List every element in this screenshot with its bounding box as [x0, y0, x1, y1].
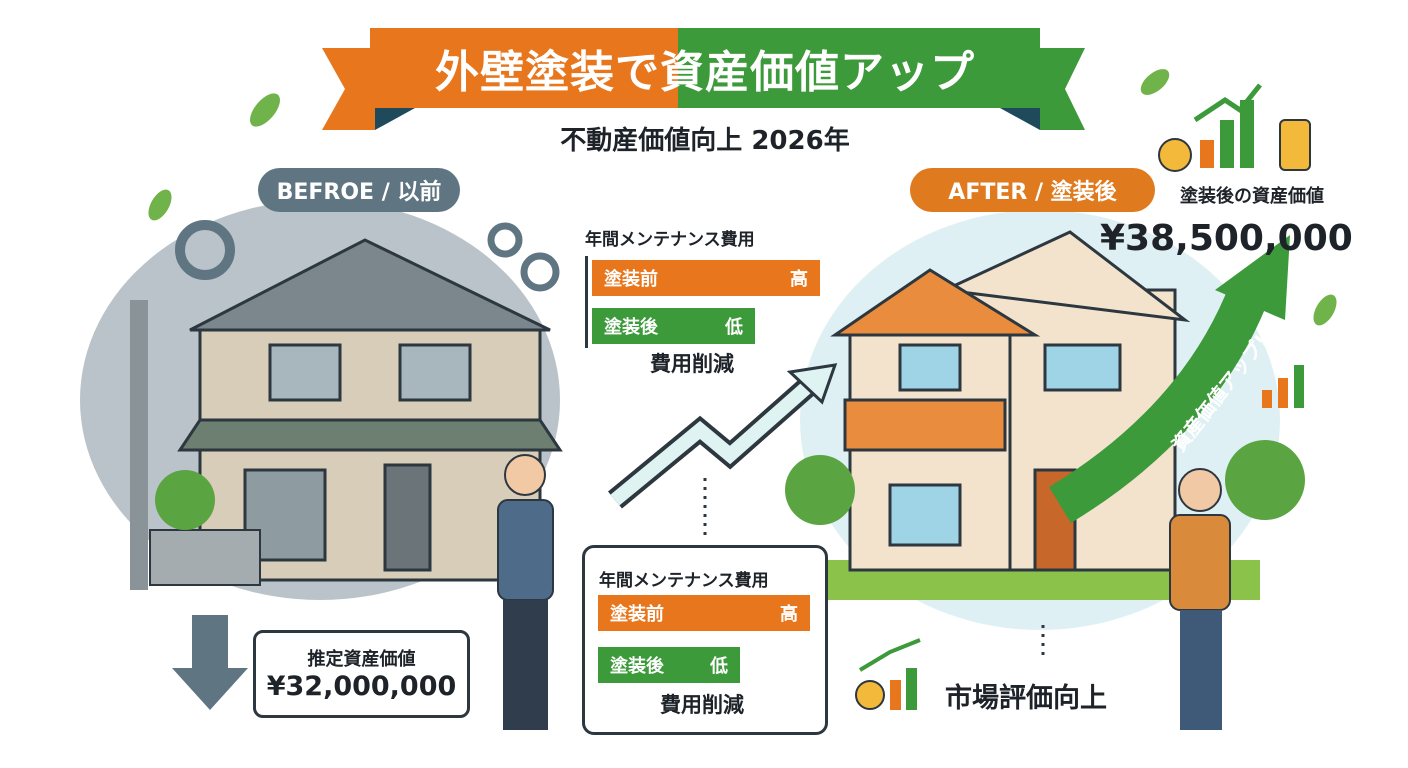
- bar-label: 塗装後: [610, 656, 664, 677]
- gear-icon: [520, 252, 560, 292]
- market-trend-icon: [858, 638, 921, 672]
- market-chart-icon: [890, 680, 901, 710]
- leaf-icon: [1140, 69, 1170, 95]
- bar-level: 低: [710, 656, 728, 677]
- tree: [1225, 440, 1305, 520]
- bar-after: 塗装後 低: [592, 308, 755, 344]
- yen-coin-icon: [1158, 138, 1192, 172]
- after-value-label: 塗装後の資産価値: [1180, 186, 1324, 207]
- after-label: AFTER / 塗装後: [910, 168, 1155, 212]
- ribbon-tail-right: [1040, 48, 1085, 130]
- bar-chart-icon-bar: [1240, 100, 1254, 168]
- chart-title: 年間メンテナンス費用: [585, 230, 755, 250]
- bar-level: 高: [780, 604, 798, 625]
- page-title: 外壁塗装で資産価値アップ: [435, 47, 975, 98]
- page-subtitle: 不動産価値向上 2026年: [560, 126, 850, 156]
- small-chart-bar: [1278, 378, 1288, 408]
- value-up-arrow: [1049, 282, 1270, 523]
- trend-up-icon: [1193, 83, 1262, 123]
- market-chart-bar: [906, 668, 917, 710]
- market-evaluation: 市場評価向上: [945, 683, 1107, 714]
- cost-chart-bottom: 年間メンテナンス費用 塗装前 高 塗装後 低 費用削減: [582, 545, 828, 735]
- before-value-box: 推定資産価値 ¥32,000,000: [253, 630, 470, 718]
- bar-level: 高: [790, 269, 808, 290]
- bar-label: 塗装前: [610, 604, 664, 625]
- bar-chart-icon: [1200, 140, 1214, 168]
- ribbon-fold-left: [375, 108, 415, 130]
- bar-label: 塗装前: [604, 269, 658, 290]
- leaf-icon: [148, 189, 172, 221]
- cost-reduction: 費用削減: [660, 693, 744, 717]
- bar-before: 塗装前 高: [598, 595, 810, 631]
- arrow-head: [786, 363, 838, 405]
- new-house: [830, 230, 1191, 572]
- before-value-label: 推定資産価値: [307, 649, 416, 670]
- bar-level: 低: [725, 317, 743, 338]
- cost-reduction: 費用削減: [650, 352, 734, 376]
- gear-icon: [487, 222, 523, 258]
- small-chart-icon: [1262, 390, 1272, 408]
- cost-chart-top: 年間メンテナンス費用 塗装前 高 塗装後 低 費用削減: [585, 225, 825, 378]
- chart-title: 年間メンテナンス費用: [599, 571, 769, 591]
- tree: [155, 470, 215, 530]
- bar-chart-icon-bar: [1220, 120, 1234, 168]
- title-banner: 外壁塗装で資産価値アップ: [370, 28, 1040, 108]
- zigzag-arrow-fill: [610, 374, 820, 506]
- after-value: ¥38,500,000: [1100, 218, 1353, 259]
- small-chart-bar: [1294, 365, 1304, 408]
- ribbon-fold-right: [1000, 108, 1040, 130]
- bar-after: 塗装後 低: [598, 647, 740, 683]
- coin-icon: [855, 680, 885, 710]
- bar-label: 塗装後: [604, 317, 658, 338]
- gear-icon: [175, 220, 235, 280]
- bar-before: 塗装前 高: [592, 260, 820, 296]
- tree: [785, 455, 855, 525]
- before-value: ¥32,000,000: [266, 671, 457, 702]
- ribbon-tail-left: [322, 48, 375, 130]
- down-arrow-icon: [172, 615, 248, 710]
- coin-stack-icon: [1279, 119, 1311, 171]
- leaf-icon: [250, 93, 280, 127]
- old-house: [130, 238, 563, 590]
- before-label: BEFROE / 以前: [258, 168, 460, 212]
- leaf-icon: [1313, 294, 1337, 326]
- worried-man: [497, 454, 554, 730]
- happy-man: [1169, 468, 1231, 730]
- value-up-arrowhead: [1215, 235, 1290, 320]
